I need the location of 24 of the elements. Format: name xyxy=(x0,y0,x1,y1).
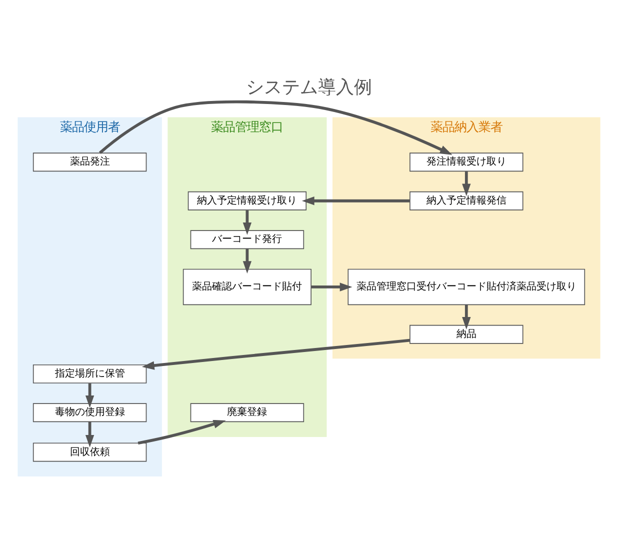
arrow xyxy=(311,282,352,291)
arrow xyxy=(462,171,471,196)
node-box: バーコード発行 xyxy=(190,230,304,249)
node-box: 納品 xyxy=(410,324,524,344)
arrow xyxy=(85,382,94,408)
arrow xyxy=(242,210,252,234)
node-box: 指定場所に保管 xyxy=(32,364,147,383)
node-box: 薬品管理窓口受付バーコード貼付済薬品受け取り xyxy=(348,268,586,305)
node-box: 薬品確認バーコード貼付 xyxy=(182,268,312,305)
node-box: 薬品発注 xyxy=(32,152,147,172)
arrow xyxy=(85,421,94,447)
arrow xyxy=(142,338,410,370)
diagram-title: システム導入例 xyxy=(246,76,372,98)
arrow xyxy=(242,248,252,273)
arrow xyxy=(138,419,226,444)
node-box: 廃棄登録 xyxy=(190,402,304,422)
node-box: 納入予定情報発信 xyxy=(410,190,524,210)
arrow xyxy=(302,196,410,205)
node-box: 納入予定情報受け取り xyxy=(188,190,307,210)
arrow xyxy=(462,304,471,329)
node-box: 回収依頼 xyxy=(32,442,147,462)
node-box: 発注情報受け取り xyxy=(410,152,524,172)
arrow xyxy=(98,100,452,154)
node-box: 毒物の使用登録 xyxy=(32,402,147,422)
